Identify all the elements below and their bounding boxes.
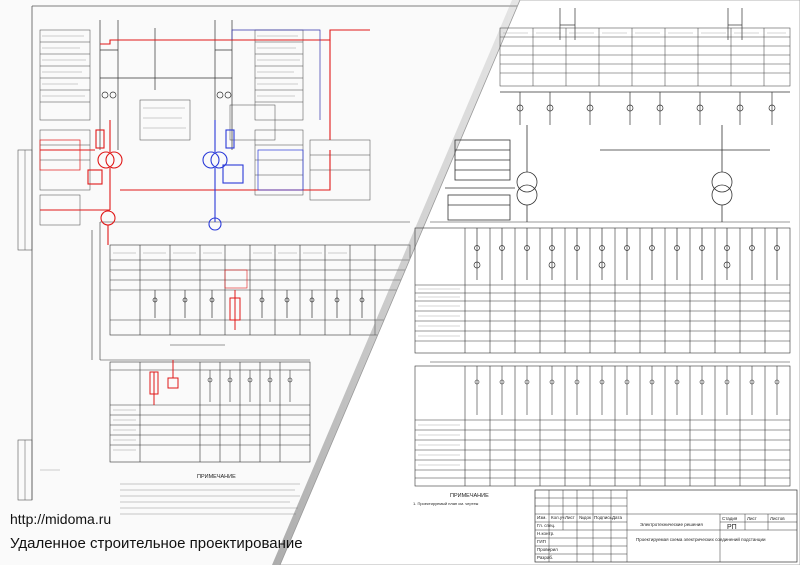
left-blue-bus — [208, 205, 222, 231]
tb-col-kol: Кол.уч — [551, 515, 565, 520]
transformer-t2-blue — [202, 120, 304, 205]
tb-stage-value: РП — [727, 524, 737, 531]
left-incoming-feeders — [99, 20, 233, 150]
left-04kv-switches — [207, 370, 293, 402]
right-incoming-feeders — [559, 8, 743, 40]
right-fine-text — [418, 32, 786, 466]
right-hv-switches — [500, 91, 790, 125]
right-note-line: 1. Проектируемый план см. чертеж — [413, 501, 479, 506]
transformer-t1-red — [39, 120, 123, 210]
watermark-url: http://midoma.ru — [10, 511, 112, 527]
tb-row-razrab: Разраб. — [537, 555, 553, 560]
right-switchgear-04kv — [414, 365, 791, 487]
left-margin-stamp — [17, 149, 33, 501]
tb-col-doc: №док — [579, 515, 591, 520]
left-red-tie-line — [100, 29, 370, 191]
right-note-block: ПРИМЕЧАНИЕ 1. Проектируемый план см. чер… — [413, 493, 489, 506]
tb-sheet-header: Лист — [747, 516, 757, 521]
left-red-04kv — [149, 360, 179, 405]
left-note-title: ПРИМЕЧАНИЕ — [197, 474, 236, 480]
tb-sheets-header: Листов — [770, 516, 785, 521]
right-transformer-1 — [445, 125, 538, 222]
tb-project-title: Электротехнические решения — [640, 522, 703, 527]
left-red-cell — [224, 269, 248, 330]
tb-col-izm: Изм. — [537, 515, 547, 520]
watermark-subtitle: Удаленное строительное проектирование — [10, 535, 303, 552]
left-cell-switches-6kv — [152, 290, 365, 318]
tb-row-glspec: Гл. спец. — [537, 523, 555, 528]
right-04kv-switches — [474, 366, 780, 415]
left-note-block: ПРИМЕЧАНИЕ — [120, 474, 300, 515]
tb-col-list: Лист — [565, 515, 575, 520]
tb-stage-header: Стадия — [722, 516, 738, 521]
left-fine-text — [40, 35, 347, 471]
right-hv-table — [499, 27, 791, 87]
left-supply-info — [39, 29, 371, 226]
left-red-bus — [40, 209, 116, 245]
right-switchgear-6kv — [414, 221, 791, 363]
tb-row-nkontr: Н.контр. — [537, 531, 554, 536]
right-6kv-cell-switches — [473, 228, 780, 280]
tb-sheet-title: Проектируемая схема электрических соедин… — [636, 536, 766, 542]
right-note-title: ПРИМЕЧАНИЕ — [450, 493, 489, 499]
tb-row-gip: ГИП — [537, 539, 546, 544]
tb-row-proveril: Проверил — [537, 547, 558, 552]
right-sheet: ПРИМЕЧАНИЕ 1. Проектируемый план см. чер… — [279, 0, 800, 566]
left-switchgear-04kv — [100, 344, 311, 463]
tb-col-sign: Подпись — [594, 515, 612, 520]
tb-col-date: Дата — [612, 515, 622, 520]
right-transformer-2 — [600, 125, 770, 222]
title-block: Изм. Кол.уч Лист №док Подпись Дата Гл. с… — [534, 489, 798, 563]
left-switchgear-6kv — [91, 221, 411, 360]
